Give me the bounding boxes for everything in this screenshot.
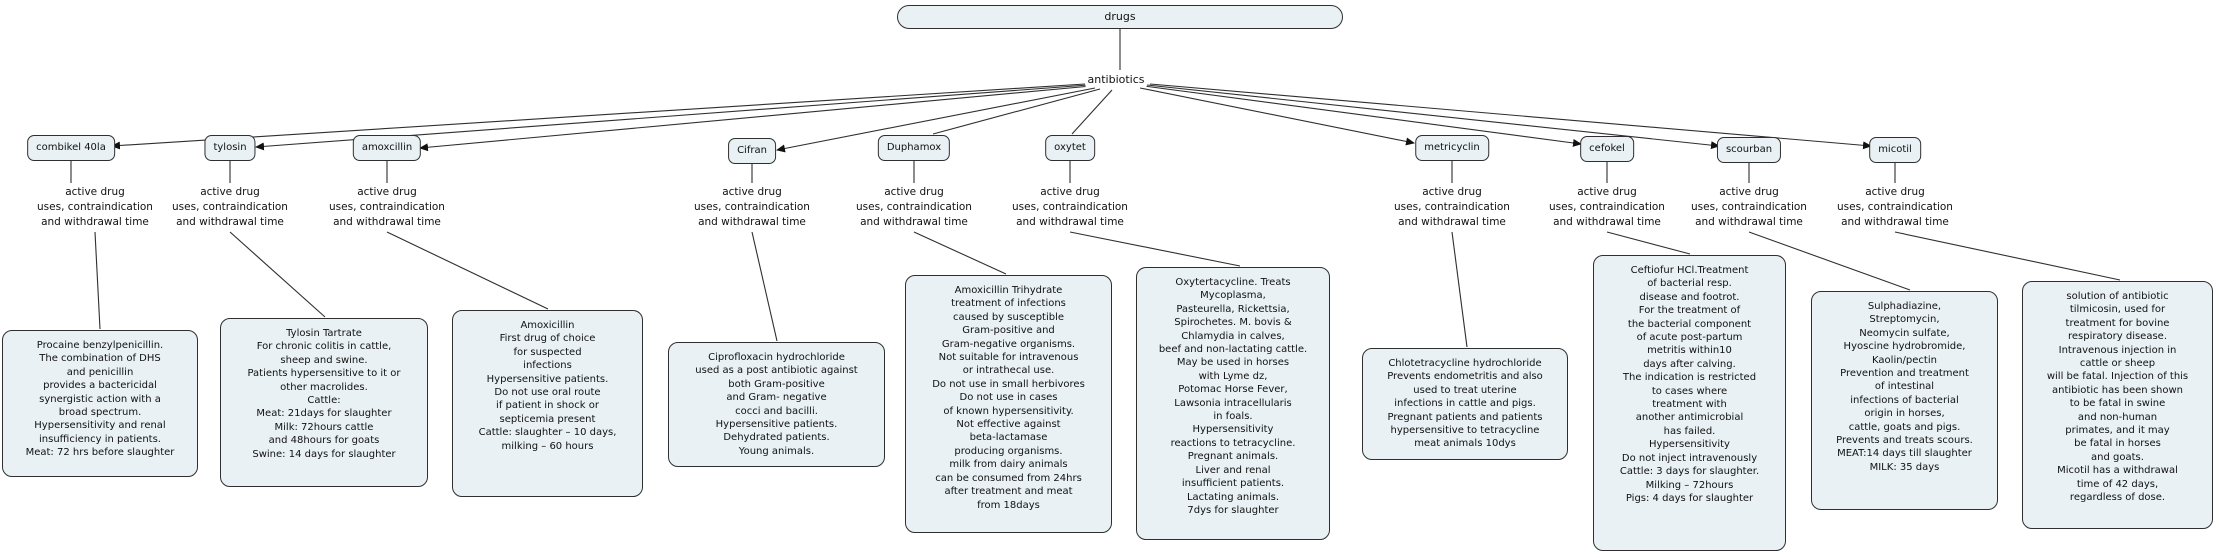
detail-amoxcillin[interactable]: Amoxicillin First drug of choice for sus… (452, 310, 643, 497)
node-antibiotics[interactable]: antibiotics (1085, 73, 1147, 87)
link-label: active drug uses, contraindication and w… (694, 186, 810, 228)
detail-duphamox[interactable]: Amoxicillin Trihydrate treatment of infe… (905, 275, 1112, 533)
link-label: active drug uses, contraindication and w… (329, 186, 445, 228)
node-drugs[interactable]: drugs (897, 5, 1343, 29)
link-label: active drug uses, contraindication and w… (172, 186, 288, 228)
link-label: active drug uses, contraindication and w… (1837, 186, 1953, 228)
detail-oxytet[interactable]: Oxytertacycline. Treats Mycoplasma, Past… (1136, 267, 1330, 540)
node-micotil[interactable]: micotil (1869, 137, 1921, 163)
node-oxytet[interactable]: oxytet (1045, 135, 1095, 161)
detail-micotil[interactable]: solution of antibiotic tilmicosin, used … (2022, 281, 2213, 529)
node-cefokel[interactable]: cefokel (1580, 136, 1634, 162)
link-label: active drug uses, contraindication and w… (1549, 186, 1665, 228)
detail-metricyclin[interactable]: Chlotetracycline hydrochloride Prevents … (1362, 348, 1568, 460)
link-label: active drug uses, contraindication and w… (856, 186, 972, 228)
link-label: active drug uses, contraindication and w… (1012, 186, 1128, 228)
node-amoxcillin[interactable]: amoxcillin (352, 135, 422, 161)
link-label: active drug uses, contraindication and w… (37, 186, 153, 228)
node-scourban[interactable]: scourban (1716, 137, 1782, 163)
node-combikel-40la[interactable]: combikel 40la (27, 135, 115, 161)
detail-scourban[interactable]: Sulphadiazine, Streptomycin, Neomycin su… (1811, 291, 1998, 510)
link-label: active drug uses, contraindication and w… (1691, 186, 1807, 228)
detail-cifran[interactable]: Ciprofloxacin hydrochloride used as a po… (668, 342, 885, 467)
detail-combikel-40la[interactable]: Procaine benzylpenicillin. The combinati… (2, 330, 198, 477)
node-cifran[interactable]: Cifran (728, 138, 776, 164)
detail-tylosin[interactable]: Tylosin Tartrate For chronic colitis in … (220, 318, 428, 487)
detail-cefokel[interactable]: Ceftiofur HCl.Treatment of bacterial res… (1593, 255, 1786, 551)
node-duphamox[interactable]: Duphamox (877, 135, 951, 161)
node-tylosin[interactable]: tylosin (204, 135, 256, 161)
node-metricyclin[interactable]: metricyclin (1415, 135, 1489, 161)
link-label: active drug uses, contraindication and w… (1394, 186, 1510, 228)
